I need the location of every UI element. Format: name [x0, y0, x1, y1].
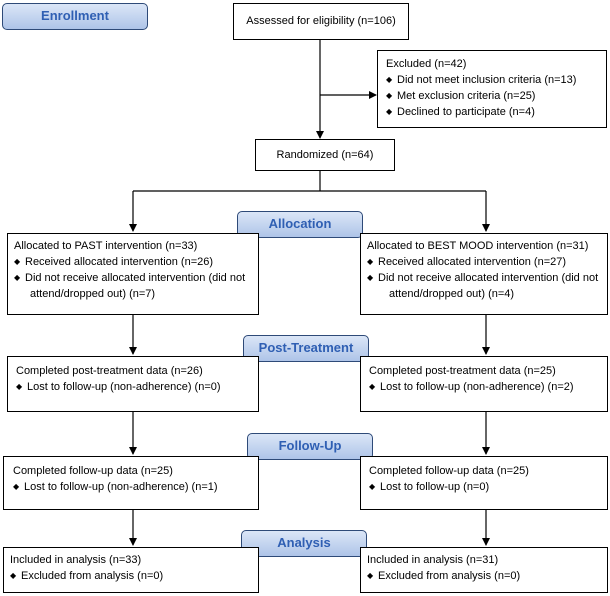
left-post-treatment-box: Completed post-treatment data (n=26) ◆Lo…: [7, 356, 259, 412]
list-item: ◆Lost to follow-up (non-adherence) (n=2): [369, 381, 574, 393]
bullet-icon: ◆: [14, 273, 21, 282]
bullet-icon: ◆: [367, 571, 374, 580]
right-post-treatment-box: Completed post-treatment data (n=25) ◆Lo…: [360, 356, 608, 412]
list-item: ◆Lost to follow-up (non-adherence) (n=0): [16, 381, 221, 393]
assessed-text: Assessed for eligibility (n=106): [246, 15, 396, 27]
list-item: ◆Excluded from analysis (n=0): [10, 570, 164, 582]
left-post-title: Completed post-treatment data (n=26): [16, 365, 203, 377]
left-allocation-box: Allocated to PAST intervention (n=33) ◆R…: [7, 233, 259, 315]
bullet-icon: ◆: [13, 482, 20, 491]
right-follow-up-box: Completed follow-up data (n=25) ◆Lost to…: [360, 456, 608, 510]
right-allocation-title: Allocated to BEST MOOD intervention (n=3…: [367, 240, 589, 252]
right-follow-title: Completed follow-up data (n=25): [369, 465, 529, 477]
right-post-title: Completed post-treatment data (n=25): [369, 365, 556, 377]
left-allocation-title: Allocated to PAST intervention (n=33): [14, 240, 198, 252]
list-item: ◆Did not receive allocated intervention …: [14, 272, 246, 284]
bullet-icon: ◆: [386, 107, 393, 116]
bullet-icon: ◆: [10, 571, 17, 580]
excluded-box: Excluded (n=42) ◆Did not meet inclusion …: [377, 50, 607, 128]
bullet-icon: ◆: [367, 257, 374, 266]
randomized-text: Randomized (n=64): [276, 149, 374, 161]
left-analysis-box: Included in analysis (n=33) ◆Excluded fr…: [3, 547, 259, 593]
bullet-icon: ◆: [16, 382, 23, 391]
list-item: ◆Received allocated intervention (n=27): [367, 256, 567, 268]
list-item: ◆Met exclusion criteria (n=25): [386, 90, 536, 102]
right-analysis-title: Included in analysis (n=31): [367, 554, 499, 566]
bullet-icon: ◆: [386, 91, 393, 100]
list-item: ◆Lost to follow-up (non-adherence) (n=1): [13, 481, 218, 493]
list-item: ◆Did not meet inclusion criteria (n=13): [386, 74, 577, 86]
stage-enrollment: Enrollment: [2, 3, 148, 30]
bullet-icon: ◆: [369, 382, 376, 391]
list-item: ◆Excluded from analysis (n=0): [367, 570, 521, 582]
randomized-box: Randomized (n=64): [255, 139, 395, 171]
stage-post-treatment: Post-Treatment: [243, 335, 369, 362]
list-item: ◆Lost to follow-up (n=0): [369, 481, 490, 493]
list-item-continuation: attend/dropped out) (n=4): [389, 288, 515, 300]
bullet-icon: ◆: [369, 482, 376, 491]
list-item: ◆Received allocated intervention (n=26): [14, 256, 214, 268]
bullet-icon: ◆: [386, 75, 393, 84]
bullet-icon: ◆: [14, 257, 21, 266]
right-allocation-box: Allocated to BEST MOOD intervention (n=3…: [360, 233, 608, 315]
bullet-icon: ◆: [367, 273, 374, 282]
list-item: ◆Did not receive allocated intervention …: [367, 272, 599, 284]
stage-analysis: Analysis: [241, 530, 367, 557]
left-follow-up-box: Completed follow-up data (n=25) ◆Lost to…: [3, 456, 259, 510]
list-item: ◆Declined to participate (n=4): [386, 106, 535, 118]
list-item-continuation: attend/dropped out) (n=7): [30, 288, 156, 300]
left-analysis-title: Included in analysis (n=33): [10, 554, 142, 566]
assessed-box: Assessed for eligibility (n=106): [233, 3, 409, 40]
stage-follow-up: Follow-Up: [247, 433, 373, 460]
right-analysis-box: Included in analysis (n=31) ◆Excluded fr…: [360, 547, 608, 593]
excluded-title: Excluded (n=42): [386, 58, 467, 70]
left-follow-title: Completed follow-up data (n=25): [13, 465, 173, 477]
